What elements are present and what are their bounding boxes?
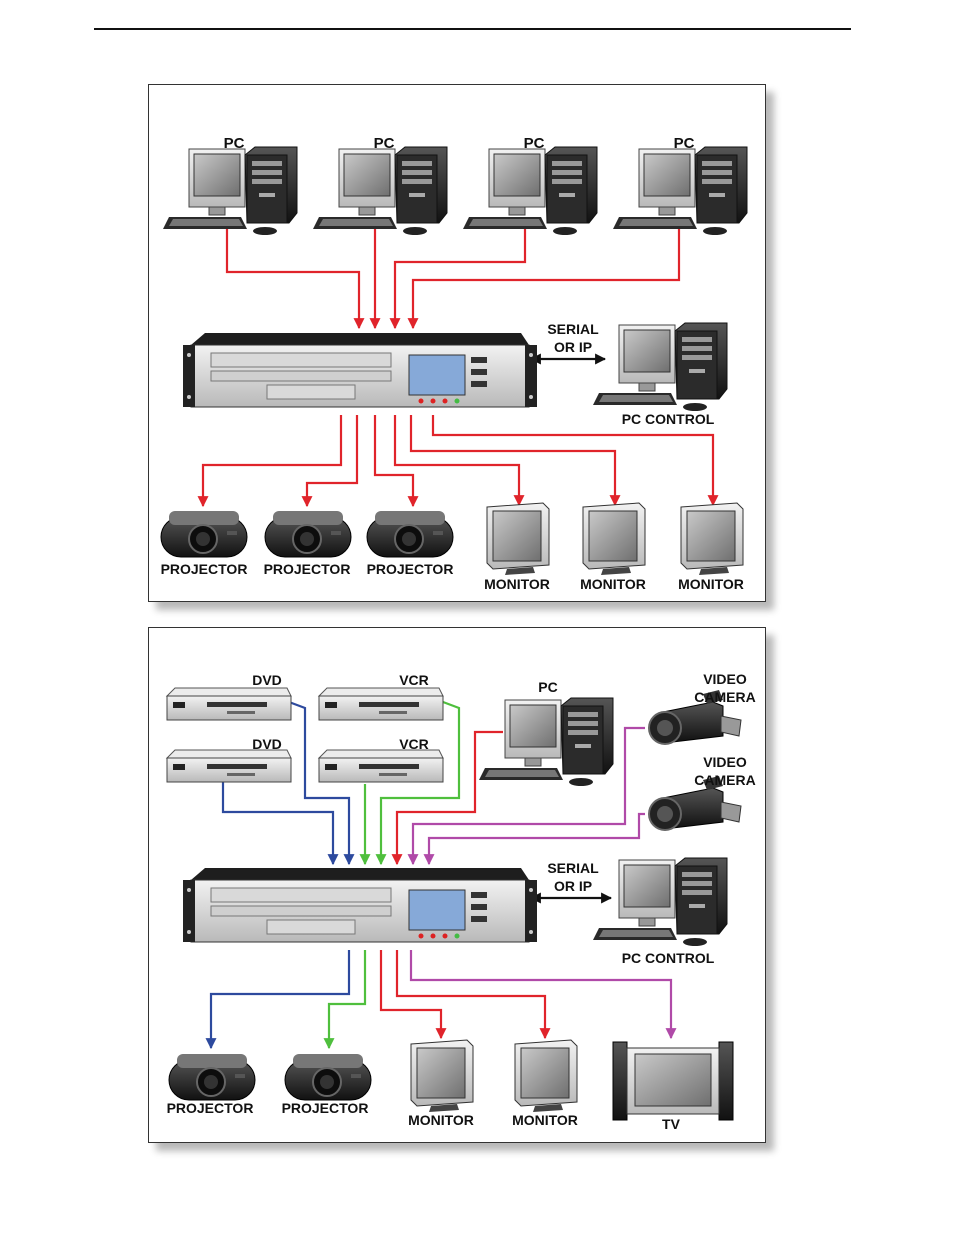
projector-label: PROJECTOR [161, 561, 248, 577]
cable-switcher-to-monitor1 [393, 415, 525, 507]
cable-camera1-to-switcher [407, 726, 645, 866]
cables [197, 227, 719, 508]
cable-switcher-to-projector1 [205, 950, 351, 1050]
cable-pc4-to-switcher [407, 227, 681, 330]
dvd-label: DVD [252, 736, 282, 752]
cable-switcher-to-projector1 [197, 415, 343, 508]
projector-1 [160, 510, 248, 558]
cable-switcher-to-tv [409, 950, 677, 1040]
vcr-2 [318, 749, 444, 783]
monitor-2 [514, 1039, 578, 1113]
projector-3 [366, 510, 454, 558]
cable-switcher-to-monitor2 [409, 415, 621, 507]
projector-label: PROJECTOR [282, 1100, 369, 1116]
diagram-computer-sources: PC PC PC PC SERIAL OR IP PC CONTROL PROJ… [160, 135, 748, 592]
cable-switcher-to-projector2 [301, 415, 359, 508]
pc-label: PC [674, 135, 695, 152]
cable-switcher-to-projector2 [323, 950, 367, 1050]
pc-label: PC [374, 135, 395, 152]
pc-label: PC [538, 679, 557, 695]
camera-label-line1: VIDEO [703, 754, 747, 770]
tv [612, 1041, 734, 1121]
cable-pc-to-switcher [391, 730, 503, 866]
cables [205, 700, 677, 1050]
serial-label-line2: OR IP [554, 878, 592, 894]
serial-label-line2: OR IP [554, 339, 592, 355]
pc-label: PC [524, 135, 545, 152]
projector-2 [264, 510, 352, 558]
monitor-label: MONITOR [408, 1112, 474, 1128]
projector-label: PROJECTOR [264, 561, 351, 577]
monitor-3 [680, 502, 744, 576]
projector-label: PROJECTOR [367, 561, 454, 577]
vcr-label: VCR [399, 672, 429, 688]
vcr-label: VCR [399, 736, 429, 752]
serial-label-line1: SERIAL [547, 860, 599, 876]
cable-camera2-to-switcher [423, 812, 645, 866]
cable-vcr1-to-switcher [375, 700, 461, 866]
camera-label-line1: VIDEO [703, 671, 747, 687]
pc-control [592, 857, 728, 947]
camera-label-line2: CAMERA [694, 689, 755, 705]
diagram-panel-computer-sources: PC PC PC PC SERIAL OR IP PC CONTROL PROJ… [148, 84, 766, 602]
diagram-av-sources: DVD DVD VCR VCR PC VIDEO CAMERA VIDEO CA… [166, 671, 756, 1132]
pc-control-label: PC CONTROL [622, 411, 715, 427]
pc-2 [312, 146, 448, 236]
cable-switcher-to-projector3 [373, 415, 419, 508]
pc-1 [162, 146, 298, 236]
pc-label: PC [224, 135, 245, 152]
monitor-2 [582, 502, 646, 576]
top-rule [94, 28, 851, 30]
pc-control-label: PC CONTROL [622, 950, 715, 966]
matrix-switcher [182, 332, 538, 408]
monitor-1 [410, 1039, 474, 1113]
tv-label: TV [662, 1116, 681, 1132]
projector-1 [168, 1053, 256, 1101]
dvd-player-2 [166, 749, 292, 783]
vcr-1 [318, 687, 444, 721]
camera-label-line2: CAMERA [694, 772, 755, 788]
cable-switcher-to-monitor1 [379, 950, 447, 1040]
dvd-label: DVD [252, 672, 282, 688]
monitor-label: MONITOR [580, 576, 646, 592]
cable-switcher-to-monitor2 [395, 950, 551, 1040]
monitor-label: MONITOR [678, 576, 744, 592]
cable-switcher-to-monitor3 [431, 415, 719, 507]
cable-dvd1-to-switcher [288, 700, 355, 866]
pc-control [592, 322, 728, 412]
cable-pc1-to-switcher [225, 227, 365, 330]
pc-4 [612, 146, 748, 236]
matrix-switcher [182, 867, 538, 943]
projector-label: PROJECTOR [167, 1100, 254, 1116]
projector-2 [284, 1053, 372, 1101]
pc-3 [462, 146, 598, 236]
monitor-label: MONITOR [484, 576, 550, 592]
cable-pc3-to-switcher [389, 227, 527, 330]
pc-source [478, 697, 614, 787]
monitor-1 [486, 502, 550, 576]
dvd-player-1 [166, 687, 292, 721]
monitor-label: MONITOR [512, 1112, 578, 1128]
diagram-panel-av-sources: DVD DVD VCR VCR PC VIDEO CAMERA VIDEO CA… [148, 627, 766, 1143]
serial-label-line1: SERIAL [547, 321, 599, 337]
cable-dvd2-to-switcher [221, 782, 339, 866]
